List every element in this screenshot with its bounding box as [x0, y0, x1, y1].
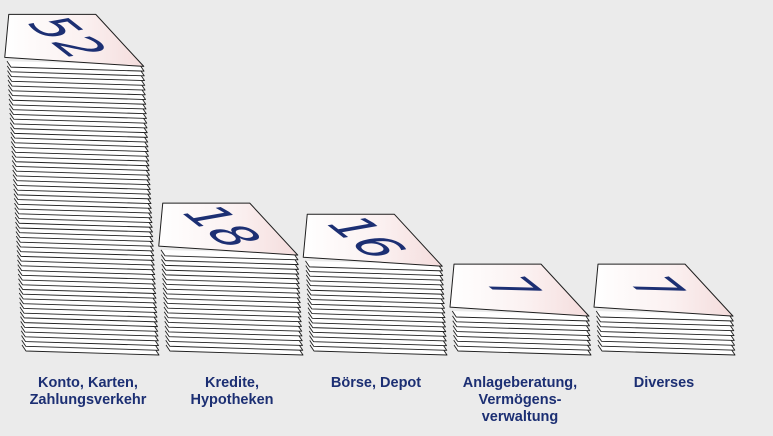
sheet-edge [595, 310, 734, 322]
stack-3: 16 [302, 213, 448, 356]
top-sheet [4, 13, 145, 67]
category-label-line: Konto, Karten, [38, 375, 138, 391]
stack-1: 52 [4, 13, 160, 356]
stack-2: 18 [158, 202, 304, 356]
sheet-edge [451, 310, 590, 322]
top-sheet [158, 202, 299, 256]
category-label-line: Börse, Depot [331, 375, 421, 391]
category-label: Anlageberatung,Vermögens-verwaltung [463, 375, 577, 425]
stack-5: 7 [593, 263, 736, 356]
top-sheet [449, 263, 590, 317]
category-label-line: verwaltung [482, 409, 559, 425]
sheet-edge [305, 260, 443, 272]
category-label-line: Diverses [634, 375, 694, 391]
category-label-line: Anlageberatung, [463, 375, 577, 391]
top-sheet [302, 213, 443, 267]
category-label-line: Kredite, [205, 375, 259, 391]
stack-4: 7 [449, 263, 592, 356]
top-sheet [593, 263, 734, 317]
category-label: Kredite,Hypotheken [191, 375, 274, 408]
category-label: Börse, Depot [331, 375, 421, 391]
category-label-line: Hypotheken [191, 392, 274, 408]
category-labels: Konto, Karten,Zahlungsverkehr Kredite,Hyp… [30, 375, 695, 425]
category-label-line: Vermögens- [479, 392, 562, 408]
sheet-edge [160, 249, 299, 261]
category-label: Konto, Karten,Zahlungsverkehr [30, 375, 147, 408]
category-label-line: Zahlungsverkehr [30, 392, 147, 408]
sheet-edge [6, 60, 145, 72]
category-label: Diverses [634, 375, 694, 391]
